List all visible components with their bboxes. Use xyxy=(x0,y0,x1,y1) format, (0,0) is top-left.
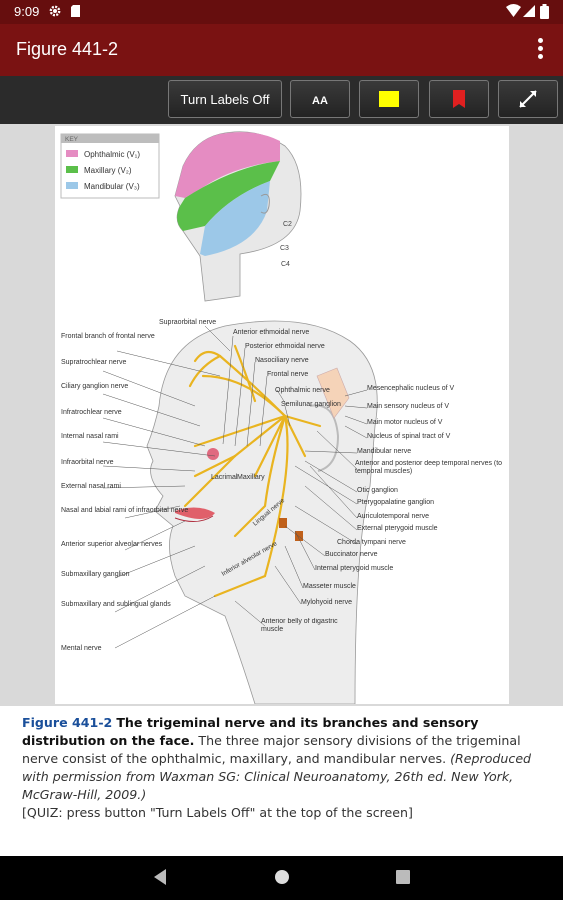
figure-image: KEY Ophthalmic (V₁) Maxillary (V₂) Mandi… xyxy=(55,126,509,705)
battery-icon xyxy=(540,4,549,19)
expand-button[interactable] xyxy=(498,80,558,118)
label-supratrochlear: Supratrochlear nerve xyxy=(61,359,126,366)
label-otic-ganglion: Otic ganglion xyxy=(357,487,398,494)
page-title: Figure 441-2 xyxy=(16,39,119,59)
label-frontal-nerve: Frontal nerve xyxy=(267,371,308,378)
label-mylohyoid: Mylohyoid nerve xyxy=(301,599,352,606)
figure-content: KEY Ophthalmic (V₁) Maxillary (V₂) Mandi… xyxy=(0,124,563,856)
label-main-sensory-nucleus: Main sensory nucleus of V xyxy=(367,403,449,410)
label-external-nasal: External nasal rami xyxy=(61,483,121,490)
label-nasociliary: Nasociliary nerve xyxy=(255,357,309,364)
font-size-button[interactable]: AA xyxy=(290,80,350,118)
caption-title: The trigeminal nerve and its branches an… xyxy=(22,715,479,748)
toggle-labels-button[interactable]: Turn Labels Off xyxy=(168,80,282,118)
inner-label-lacrimal: Lacrimal xyxy=(211,474,238,481)
wifi-icon xyxy=(506,4,521,17)
key-swatch-maxillary xyxy=(66,166,78,173)
gear-icon xyxy=(49,5,61,17)
bookmark-button[interactable] xyxy=(429,80,489,118)
label-pterygopalatine-ganglion: Pterygopalatine ganglion xyxy=(357,499,434,506)
key-swatch-ophthalmic xyxy=(66,150,78,157)
brainstem-nuclei xyxy=(316,367,350,419)
key-swatch-mandibular xyxy=(66,182,78,189)
label-anterior-ethmoidal: Anterior ethmoidal nerve xyxy=(233,329,309,336)
status-bar: 9:09 xyxy=(0,0,563,24)
trigeminal-nerve-branches xyxy=(183,344,322,598)
nav-bar xyxy=(0,856,563,900)
expand-icon xyxy=(519,90,537,108)
dermatome-c3: C3 xyxy=(280,245,289,252)
left-labels: Frontal branch of frontal nerve Supratro… xyxy=(61,333,188,652)
label-internal-pterygoid: Internal pterygoid muscle xyxy=(315,565,393,572)
caption-figure-number: Figure 441-2 xyxy=(22,715,113,730)
caption-quiz: [QUIZ: press button "Turn Labels Off" at… xyxy=(22,805,413,820)
label-ophthalmic-nerve: Ophthalmic nerve xyxy=(275,387,330,394)
sd-card-icon xyxy=(71,5,80,17)
label-semilunar-ganglion: Semilunar ganglion xyxy=(281,401,341,408)
label-infraorbital: Infraorbital nerve xyxy=(61,459,114,466)
figure-caption: Figure 441-2 The trigeminal nerve and it… xyxy=(22,714,542,822)
label-anterior-superior-alveolar: Anterior superior alveolar nerves xyxy=(61,541,163,548)
key-label-maxillary: Maxillary (V₂) xyxy=(84,166,132,175)
signal-icon xyxy=(523,5,535,17)
lips xyxy=(175,507,215,519)
label-ciliary-ganglion: Ciliary ganglion nerve xyxy=(61,383,128,390)
label-mandibular-nerve: Mandibular nerve xyxy=(357,448,411,455)
label-nasal-labial: Nasal and labial rami of infraorbital ne… xyxy=(61,507,188,514)
masseter-marker xyxy=(279,518,287,528)
caption-body: The three major sensory divisions of the… xyxy=(22,733,521,766)
label-masseter: Masseter muscle xyxy=(303,583,356,590)
maxillary-region xyxy=(177,161,280,231)
mandibular-region xyxy=(200,181,270,256)
label-chorda-tympani: Chorda tympani nerve xyxy=(337,539,406,546)
home-icon[interactable] xyxy=(273,868,291,886)
font-size-icon: AA xyxy=(312,94,328,107)
highlight-button[interactable] xyxy=(359,80,419,118)
dermatome-c4: C4 xyxy=(281,261,290,268)
figure-toolbar: Turn Labels Off AA xyxy=(0,76,563,124)
caption-credit: (Reproduced with permission from Waxman … xyxy=(22,751,532,802)
label-mesencephalic-nucleus: Mesencephalic nucleus of V xyxy=(367,385,454,392)
top-labels: Supraorbital nerve Anterior ethmoidal ne… xyxy=(159,319,341,408)
label-auriculotemporal: Auriculotemporal nerve xyxy=(357,513,429,520)
ciliary-ganglion xyxy=(207,448,219,460)
dermatome-head: C2 C3 C4 xyxy=(174,131,302,302)
label-external-pterygoid: External pterygoid muscle xyxy=(357,525,438,532)
label-infratrochlear: Infratrochlear nerve xyxy=(61,409,122,416)
dermatome-c2: C2 xyxy=(283,221,292,228)
label-posterior-ethmoidal: Posterior ethmoidal nerve xyxy=(245,343,325,350)
figure-key-title: KEY xyxy=(65,136,79,143)
leader-lines xyxy=(102,325,368,649)
label-buccinator: Buccinator nerve xyxy=(325,551,378,558)
right-labels: Mesencephalic nucleus of V Main sensory … xyxy=(261,385,502,633)
highlight-swatch-icon xyxy=(379,91,399,107)
figure-key: KEY Ophthalmic (V₁) Maxillary (V₂) Mandi… xyxy=(60,133,160,199)
figure-area: KEY Ophthalmic (V₁) Maxillary (V₂) Mandi… xyxy=(0,124,563,706)
label-spinal-tract-nucleus: Nucleus of spinal tract of V xyxy=(367,433,451,440)
recents-icon[interactable] xyxy=(395,868,411,886)
label-supraorbital: Supraorbital nerve xyxy=(159,319,216,326)
status-time: 9:09 xyxy=(14,4,40,19)
label-digastric: Anterior belly of digastric muscle xyxy=(261,618,338,633)
nerve-head: Lacrimal Maxillary Lingual nerve Inferio… xyxy=(146,320,378,705)
key-label-mandibular: Mandibular (V₃) xyxy=(84,182,140,191)
more-vert-icon[interactable] xyxy=(537,38,545,62)
label-main-motor-nucleus: Main motor nucleus of V xyxy=(367,419,443,426)
label-submaxillary-ganglion: Submaxillary ganglion xyxy=(61,571,130,578)
label-mental-nerve: Mental nerve xyxy=(61,645,102,652)
label-submaxillary-glands: Submaxillary and sublingual glands xyxy=(61,601,171,608)
inner-label-maxillary: Maxillary xyxy=(237,474,265,481)
ophthalmic-region xyxy=(175,132,280,198)
key-label-ophthalmic: Ophthalmic (V₁) xyxy=(84,150,140,159)
label-internal-nasal: Internal nasal rami xyxy=(61,433,119,440)
bookmark-icon xyxy=(453,90,465,108)
label-deep-temporal: Anterior and posterior deep temporal ner… xyxy=(355,460,502,475)
app-bar: Figure 441-2 xyxy=(0,24,563,76)
back-icon[interactable] xyxy=(152,868,168,886)
label-frontal-branch: Frontal branch of frontal nerve xyxy=(61,333,155,340)
